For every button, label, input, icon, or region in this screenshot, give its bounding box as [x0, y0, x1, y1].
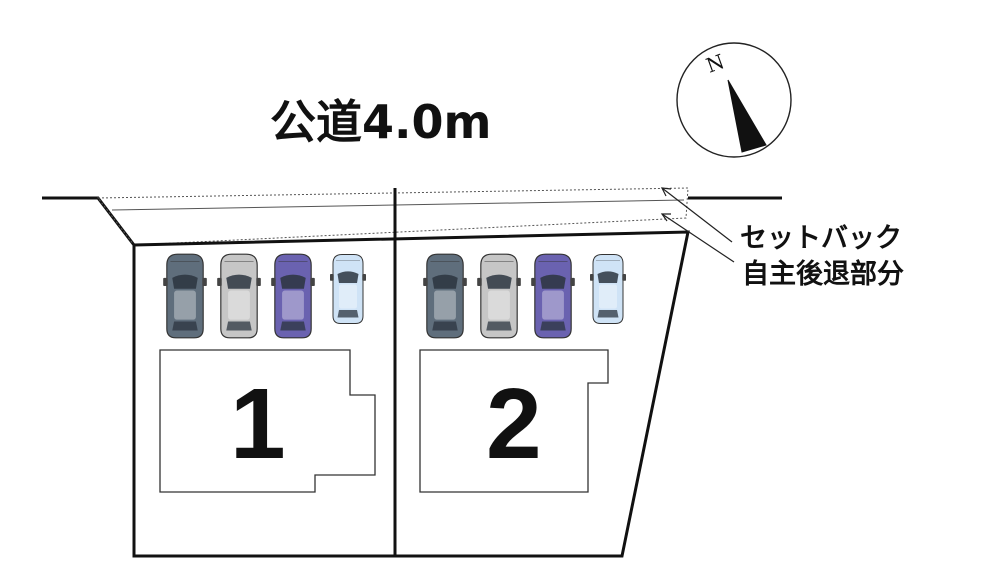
- setback-sublabel: 自主後退部分: [742, 258, 904, 290]
- car-icon: [270, 253, 316, 339]
- car-icon: [530, 253, 576, 339]
- setback-strip: [97, 187, 689, 246]
- north-arrow-icon: [727, 79, 767, 153]
- north-compass: N: [676, 42, 792, 158]
- compass-circle: [676, 42, 792, 158]
- setback-callout: [660, 187, 735, 263]
- car-icon: [422, 253, 468, 339]
- cars-lot-2: [422, 253, 627, 339]
- site-boundary: [132, 230, 690, 558]
- car-icon: [476, 253, 522, 339]
- road-label: 公道4.0m: [270, 95, 491, 149]
- car-icon: [329, 253, 367, 325]
- compass-label: N: [703, 49, 728, 78]
- cars-lot-1: [162, 253, 367, 339]
- lot-number-1: 1: [230, 368, 286, 480]
- building-footprint-lot-2: [419, 349, 609, 493]
- setback-inner-line: [111, 199, 685, 211]
- lot-number-2: 2: [486, 368, 542, 480]
- road-edge-line: [42, 196, 136, 246]
- building-footprint-lot-1: [159, 349, 376, 493]
- setback-label: セットバック: [740, 223, 902, 254]
- car-icon: [216, 253, 262, 339]
- car-icon: [162, 253, 208, 339]
- car-icon: [589, 253, 627, 325]
